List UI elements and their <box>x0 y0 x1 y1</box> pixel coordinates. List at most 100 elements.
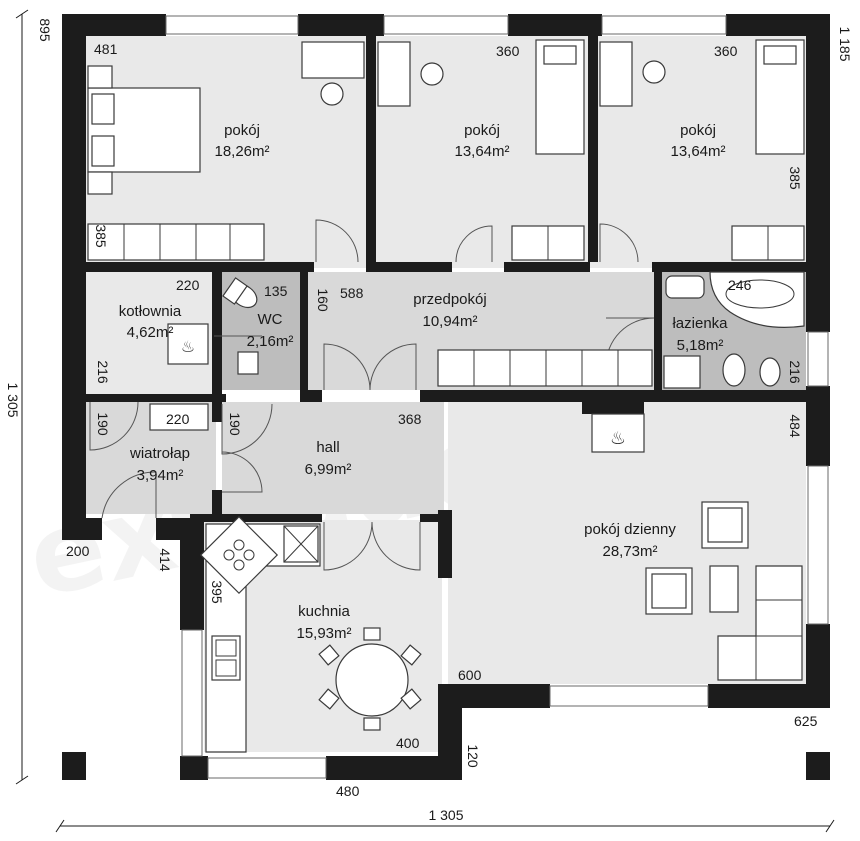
room-living: pokój dzienny 28,73m² 484 600 625 <box>458 414 818 729</box>
dimension-label: 385 <box>787 166 803 190</box>
shoe-cabinet <box>437 349 653 387</box>
wardrobe <box>511 225 585 261</box>
dimension-label: 1 305 <box>5 382 21 417</box>
room-area: 6,99m² <box>305 461 352 478</box>
dimension-label: 400 <box>396 735 420 751</box>
chair <box>320 82 344 106</box>
room-anteroom: przedpokój 10,94m² 588 <box>340 285 487 330</box>
bathtub <box>709 271 805 328</box>
room-area: 15,93m² <box>296 625 351 642</box>
desk <box>599 41 633 107</box>
bed-single <box>755 39 805 155</box>
armchair <box>645 567 693 615</box>
fridge <box>283 525 319 563</box>
floor-hall <box>222 402 444 514</box>
dimension-label: 220 <box>166 411 190 427</box>
room-name: łazienka <box>672 315 728 332</box>
dining-table <box>318 627 422 731</box>
room-bathroom: 246 łazienka 5,18m² 216 <box>672 277 803 384</box>
corner-sofa <box>717 565 803 681</box>
dimension-label: 895 <box>37 18 53 42</box>
dimension-label: 481 <box>94 41 118 57</box>
room-name: WC <box>258 311 283 328</box>
room-windbreak: 220 wiatrołap 3,94m² 190 <box>95 411 190 484</box>
room-name: wiatrołap <box>129 445 190 462</box>
dimension-label: 190 <box>95 412 111 436</box>
dimension-label: 360 <box>714 43 738 59</box>
dimension-label: 625 <box>794 713 818 729</box>
wardrobe <box>87 223 265 261</box>
dimension-label: 360 <box>496 43 520 59</box>
room-area: 18,26m² <box>214 143 269 160</box>
dimension-label: 135 <box>264 283 288 299</box>
stove <box>199 515 279 595</box>
walls <box>62 14 830 780</box>
room-name: pokój dzienny <box>584 521 676 538</box>
chair <box>420 62 444 86</box>
room-name: pokój <box>680 122 716 139</box>
toilet <box>222 277 258 309</box>
toilet <box>722 353 746 387</box>
dimension-label: 588 <box>340 285 364 301</box>
dimension-overall-depth: 1 305 <box>5 9 29 785</box>
dimension-label: 190 <box>227 412 243 436</box>
dimension-label: 216 <box>787 360 803 384</box>
dimension-label: 246 <box>728 277 752 293</box>
dimension-label: 600 <box>458 667 482 683</box>
room-bedroom-2: pokój 13,64m² 360 <box>454 43 519 160</box>
washbasin <box>237 351 259 375</box>
cabinet <box>149 403 209 431</box>
dimension-label: 368 <box>398 411 422 427</box>
room-area: 13,64m² <box>454 143 509 160</box>
desk <box>301 41 365 79</box>
room-area: 2,16m² <box>247 333 294 350</box>
bidet <box>759 357 781 387</box>
room-wc: 135 WC 2,16m² 160 <box>247 283 331 350</box>
desk <box>377 41 411 107</box>
svg-text:♨: ♨ <box>610 428 626 449</box>
svg-text:♨: ♨ <box>181 337 195 356</box>
dimension-label: 1 185 <box>837 26 853 61</box>
dimension-label: 484 <box>787 414 803 438</box>
wardrobe <box>731 225 805 261</box>
room-name: pokój <box>464 122 500 139</box>
washing-machine <box>663 355 701 389</box>
dimension-label: 120 <box>465 744 481 768</box>
dimension-label: 1 305 <box>428 807 463 823</box>
room-area: 28,73m² <box>602 543 657 560</box>
fireplace: ♨ <box>591 413 645 453</box>
dimension-label: 385 <box>93 224 109 248</box>
room-kitchen: kuchnia 15,93m² 395 400 480 120 <box>209 580 481 799</box>
dimension-label: 200 <box>66 543 90 559</box>
bed-single <box>535 39 585 155</box>
dimension-label: 220 <box>176 277 200 293</box>
post <box>62 754 86 780</box>
washbasin <box>665 275 705 299</box>
bed-double <box>87 65 201 195</box>
chair <box>642 60 666 84</box>
armchair <box>701 501 749 549</box>
room-area: 10,94m² <box>422 313 477 330</box>
dimension-overall-width: 1 305 <box>55 807 835 833</box>
room-name: kuchnia <box>298 603 350 620</box>
room-hall: hall 6,99m² 368 190 <box>227 411 422 478</box>
room-name: przedpokój <box>413 291 486 308</box>
dimension-label: 395 <box>209 580 225 604</box>
room-name: pokój <box>224 122 260 139</box>
room-bedroom-1: pokój 18,26m² 481 385 <box>93 41 270 248</box>
room-area: 3,94m² <box>137 467 184 484</box>
room-bedroom-3: pokój 13,64m² 360 385 <box>670 43 803 190</box>
sink <box>211 635 241 681</box>
room-area: 13,64m² <box>670 143 725 160</box>
room-boiler: kotłownia 4,62m² 220 216 <box>95 277 200 384</box>
dimension-label: 480 <box>336 783 360 799</box>
room-area: 4,62m² <box>127 324 174 341</box>
windows <box>165 15 829 779</box>
room-name: kotłownia <box>119 303 182 320</box>
room-area: 5,18m² <box>677 337 724 354</box>
dimension-label: 216 <box>95 360 111 384</box>
coffee-table <box>709 565 739 613</box>
dimension-label: 160 <box>315 288 331 312</box>
boiler-unit: ♨ <box>167 323 209 365</box>
